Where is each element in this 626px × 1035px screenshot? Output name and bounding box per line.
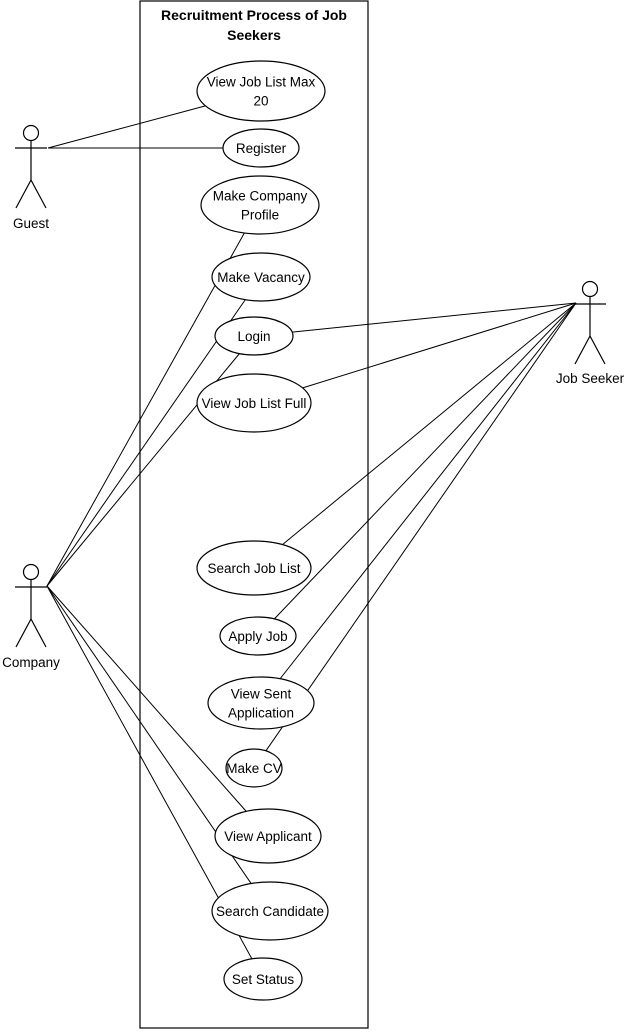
- use-case-register[interactable]: Register: [222, 128, 300, 168]
- use-case-set-status[interactable]: Set Status: [223, 957, 303, 1001]
- use-case-ellipse[interactable]: [223, 957, 303, 1001]
- use-case-label: Register: [236, 141, 287, 156]
- system-boundary: [139, 0, 369, 1029]
- use-case-label: Search Job List: [207, 561, 300, 576]
- actor-guest[interactable]: Guest: [13, 124, 49, 232]
- actor-jobseeker[interactable]: Job Seeker: [556, 280, 625, 387]
- actor-head: [22, 124, 40, 142]
- use-case-make-cv[interactable]: Make CV: [225, 748, 283, 788]
- system-title-line-2: Seekers: [227, 27, 281, 43]
- association-jobseeker-apply-job: [274, 302, 577, 620]
- use-case-ellipse[interactable]: [211, 881, 329, 941]
- use-case-search-job-list[interactable]: Search Job List: [196, 540, 312, 596]
- use-case-ellipse[interactable]: [196, 60, 326, 122]
- use-case-apply-job[interactable]: Apply Job: [219, 616, 297, 656]
- use-case-label: View Sent: [231, 687, 292, 702]
- use-case-ellipse[interactable]: [207, 676, 315, 730]
- association-company-make-vacancy: [46, 299, 246, 587]
- actor-right-leg: [30, 179, 47, 209]
- actor-head: [22, 563, 40, 581]
- association-company-set-status: [46, 585, 253, 960]
- association-jobseeker-login: [292, 302, 577, 333]
- use-case-make-vacancy[interactable]: Make Vacancy: [211, 252, 311, 302]
- actor-label: Company: [2, 655, 60, 670]
- actor-label: Guest: [13, 216, 49, 231]
- use-case-ellipse[interactable]: [211, 252, 311, 302]
- use-case-label: View Job List Full: [202, 396, 307, 411]
- use-case-ellipse[interactable]: [225, 748, 283, 788]
- association-company-make-company-profile: [46, 232, 245, 587]
- use-case-label: View Job List Max: [207, 75, 316, 90]
- use-case-label: 20: [253, 94, 268, 109]
- use-case-view-applicant[interactable]: View Applicant: [214, 808, 322, 864]
- use-case-label: Login: [237, 329, 270, 344]
- actor-head: [581, 280, 599, 298]
- use-case-ellipse[interactable]: [200, 175, 320, 235]
- use-case-label: Make Vacancy: [217, 270, 305, 285]
- association-jobseeker-make-cv: [265, 302, 577, 752]
- use-case-ellipse[interactable]: [196, 540, 312, 596]
- associations: [46, 105, 577, 960]
- actor-right-leg: [589, 335, 606, 365]
- use-case-ellipse[interactable]: [222, 128, 300, 168]
- use-case-label: Apply Job: [228, 629, 287, 644]
- use-case-search-candidate[interactable]: Search Candidate: [211, 881, 329, 941]
- use-case-label: Make CV: [226, 761, 282, 776]
- association-jobseeker-view-job-list-full: [302, 302, 577, 389]
- actor-company[interactable]: Company: [2, 563, 60, 671]
- use-case-ellipse[interactable]: [214, 316, 294, 356]
- use-case-view-job-list-full[interactable]: View Job List Full: [196, 373, 312, 433]
- use-case-label: Set Status: [232, 972, 295, 987]
- actor-left-leg: [15, 179, 32, 209]
- actor-left-leg: [15, 618, 32, 648]
- use-case-label: Application: [228, 706, 294, 721]
- actor-label: Job Seeker: [556, 371, 625, 386]
- use-case-ellipse[interactable]: [219, 616, 297, 656]
- use-case-label: Profile: [241, 208, 279, 223]
- association-jobseeker-search-job-list: [282, 302, 577, 545]
- association-guest-view-job-list-max: [47, 105, 206, 149]
- use-case-ellipse[interactable]: [196, 373, 312, 433]
- use-case-ellipse[interactable]: [214, 808, 322, 864]
- association-company-view-applicant: [46, 585, 247, 812]
- use-case-label: Search Candidate: [216, 904, 324, 919]
- actor-left-leg: [574, 335, 591, 365]
- use-case-label: View Applicant: [224, 829, 312, 844]
- use-case-view-job-list-max[interactable]: View Job List Max 20: [196, 60, 326, 122]
- use-case-login[interactable]: Login: [214, 316, 294, 356]
- actor-right-leg: [30, 618, 47, 648]
- system-title-line-1: Recruitment Process of Job: [161, 7, 347, 23]
- use-case-label: Make Company: [213, 189, 308, 204]
- association-jobseeker-view-sent-application: [279, 302, 577, 680]
